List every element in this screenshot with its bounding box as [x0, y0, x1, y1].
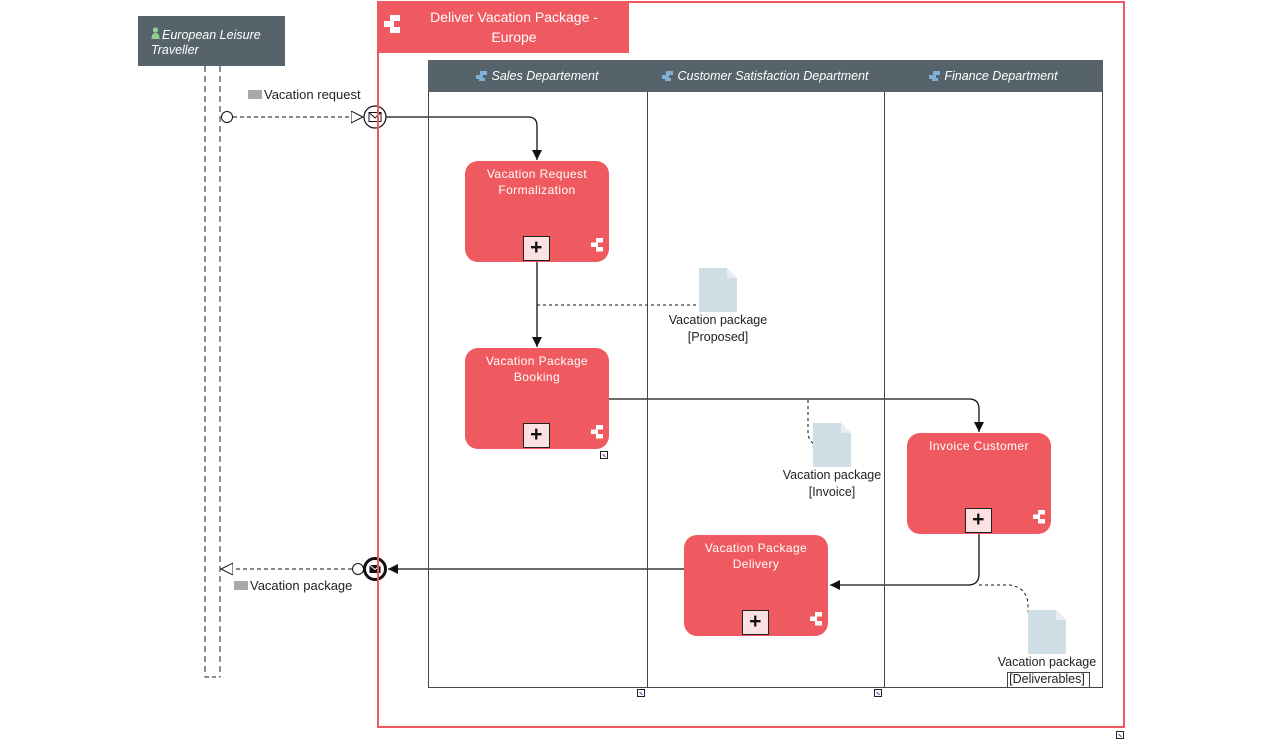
lane-header-sales[interactable]: Sales Departement [428, 60, 647, 92]
process-title[interactable]: Deliver Vacation Package - Europe [377, 1, 629, 53]
data-object-deliverables: Vacation package [Deliverables] [981, 654, 1113, 688]
envelope-icon [248, 90, 262, 99]
subprocess-icon [591, 425, 605, 443]
message-label-text: Vacation request [264, 87, 361, 102]
expand-marker-icon[interactable] [637, 689, 645, 697]
lane-name: Sales Departement [491, 69, 599, 83]
data-object-name: Vacation package [782, 468, 882, 482]
task-label: Vacation Request Formalization [486, 167, 588, 197]
data-object-name: Vacation package [668, 313, 768, 327]
person-icon [151, 27, 160, 43]
association-deliverables [979, 584, 1029, 612]
sequence-flow-invoice-to-delivery[interactable] [830, 534, 980, 590]
expand-marker-icon[interactable] [600, 451, 608, 459]
task-label: Vacation Package Booking [485, 354, 589, 384]
subprocess-icon [810, 612, 824, 630]
subprocess-icon [591, 238, 605, 256]
message-start-event-icon[interactable] [363, 105, 387, 129]
participant-name: European Leisure Traveller [151, 28, 261, 57]
document-icon[interactable] [1028, 610, 1066, 659]
message-label-vacation-request: Vacation request [248, 87, 361, 103]
lane-header-finance[interactable]: Finance Department [884, 60, 1103, 92]
expand-marker-icon[interactable] [1116, 731, 1124, 739]
plus-icon[interactable]: + [742, 610, 769, 635]
message-flow-vacation-request[interactable] [221, 111, 364, 123]
document-icon[interactable] [813, 423, 851, 472]
plus-icon[interactable]: + [523, 236, 550, 261]
plus-icon[interactable]: + [523, 423, 550, 448]
message-flow-vacation-package[interactable] [221, 564, 364, 575]
expand-marker-icon[interactable] [874, 689, 882, 697]
lane-header-customer-satisfaction[interactable]: Customer Satisfaction Department [647, 60, 884, 92]
participant-european-leisure-traveller[interactable]: European Leisure Traveller [138, 16, 285, 66]
lane-name: Finance Department [944, 69, 1058, 83]
task-label: Vacation Package Delivery [704, 541, 808, 571]
task-vacation-package-delivery[interactable]: Vacation Package Delivery + [684, 535, 828, 636]
data-object-proposed: Vacation package [Proposed] [652, 312, 784, 346]
message-end-event-icon[interactable] [363, 557, 387, 581]
process-title-text: Deliver Vacation Package - Europe [430, 9, 598, 45]
data-object-name: Vacation package [997, 655, 1097, 669]
subprocess-icon [384, 15, 404, 38]
association-invoice [807, 400, 815, 445]
task-vacation-package-booking[interactable]: Vacation Package Booking + [465, 348, 609, 449]
lane-icon [476, 61, 488, 93]
lane-icon [929, 61, 941, 93]
task-label: Invoice Customer [929, 439, 1029, 453]
process-pool [377, 1, 1125, 728]
task-invoice-customer[interactable]: Invoice Customer + [907, 433, 1051, 534]
subprocess-icon [1033, 510, 1047, 528]
data-object-state-frame [1007, 672, 1090, 688]
task-vacation-request-formalization[interactable]: Vacation Request Formalization + [465, 161, 609, 262]
document-icon[interactable] [699, 268, 737, 317]
data-object-state: [Proposed] [687, 330, 749, 344]
plus-icon[interactable]: + [965, 508, 992, 533]
lane-name: Customer Satisfaction Department [677, 69, 869, 83]
sequence-flow-start-to-formalization[interactable] [386, 116, 542, 160]
lane-icon [662, 61, 674, 93]
data-object-state: [Invoice] [808, 485, 856, 499]
data-object-invoice: Vacation package [Invoice] [766, 467, 898, 501]
message-label-text: Vacation package [250, 578, 353, 593]
participant-lifeline [204, 66, 221, 678]
sequence-flow-booking-to-invoice[interactable] [609, 398, 984, 432]
data-object-state: [Deliverables] [1009, 672, 1085, 686]
lane-finance [884, 92, 1103, 688]
envelope-icon [234, 581, 248, 590]
message-label-vacation-package: Vacation package [234, 578, 352, 594]
